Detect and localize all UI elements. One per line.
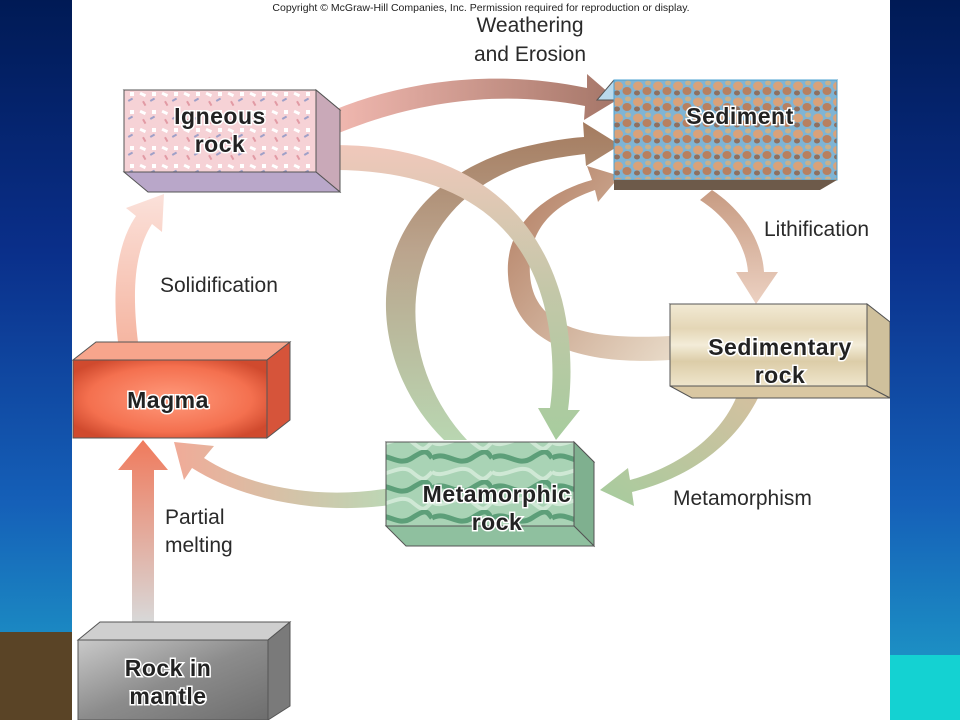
weathering-label-line2: and Erosion <box>474 43 586 66</box>
weathering-label-line1: Weathering <box>476 14 583 37</box>
arrow-lithification <box>700 190 778 304</box>
mantle-label-line2: mantle <box>129 683 206 709</box>
arrow-sedimentary-to-sediment <box>507 166 670 361</box>
partial-melting-label-line2: melting <box>165 534 233 557</box>
sediment-block <box>595 79 839 190</box>
metamorphic-label-line2: rock <box>472 509 523 535</box>
partial-melting-label-line1: Partial <box>165 506 225 529</box>
arrow-metamorphic-to-sediment <box>385 122 620 440</box>
igneous-label-line1: Igneous <box>174 103 266 129</box>
lithification-label: Lithification <box>764 218 869 241</box>
mantle-rock-block <box>76 620 292 720</box>
background-strip-left <box>0 632 72 720</box>
arrow-solidification <box>115 194 164 342</box>
arrow-igneous-to-metamorphic <box>334 145 580 440</box>
metamorphic-rock-block <box>384 440 596 548</box>
metamorphic-label-line1: Metamorphic <box>423 481 572 507</box>
magma-block <box>72 340 292 440</box>
igneous-rock-block <box>122 88 342 194</box>
slide: Copyright © McGraw-Hill Companies, Inc. … <box>72 0 890 720</box>
solidification-label: Solidification <box>160 274 278 297</box>
copyright-notice: Copyright © McGraw-Hill Companies, Inc. … <box>272 2 690 14</box>
arrow-metamorphism <box>600 398 758 506</box>
mantle-label-line1: Rock in <box>125 655 212 681</box>
sedimentary-label-line1: Sedimentary <box>708 334 852 360</box>
sediment-label: Sediment <box>686 103 794 129</box>
background-strip-right <box>890 655 960 720</box>
arrow-igneous-to-sediment <box>334 74 617 135</box>
igneous-label-line2: rock <box>195 131 246 157</box>
arrow-metamorphic-to-magma <box>174 442 390 509</box>
sedimentary-label-line2: rock <box>755 362 806 388</box>
metamorphism-label: Metamorphism <box>673 487 812 510</box>
rock-cycle-diagram: Igneous rock Sediment Sedimentary rock M… <box>72 14 890 720</box>
arrow-partial-melting <box>118 440 168 622</box>
sedimentary-rock-block <box>668 302 890 399</box>
magma-label: Magma <box>127 387 209 413</box>
